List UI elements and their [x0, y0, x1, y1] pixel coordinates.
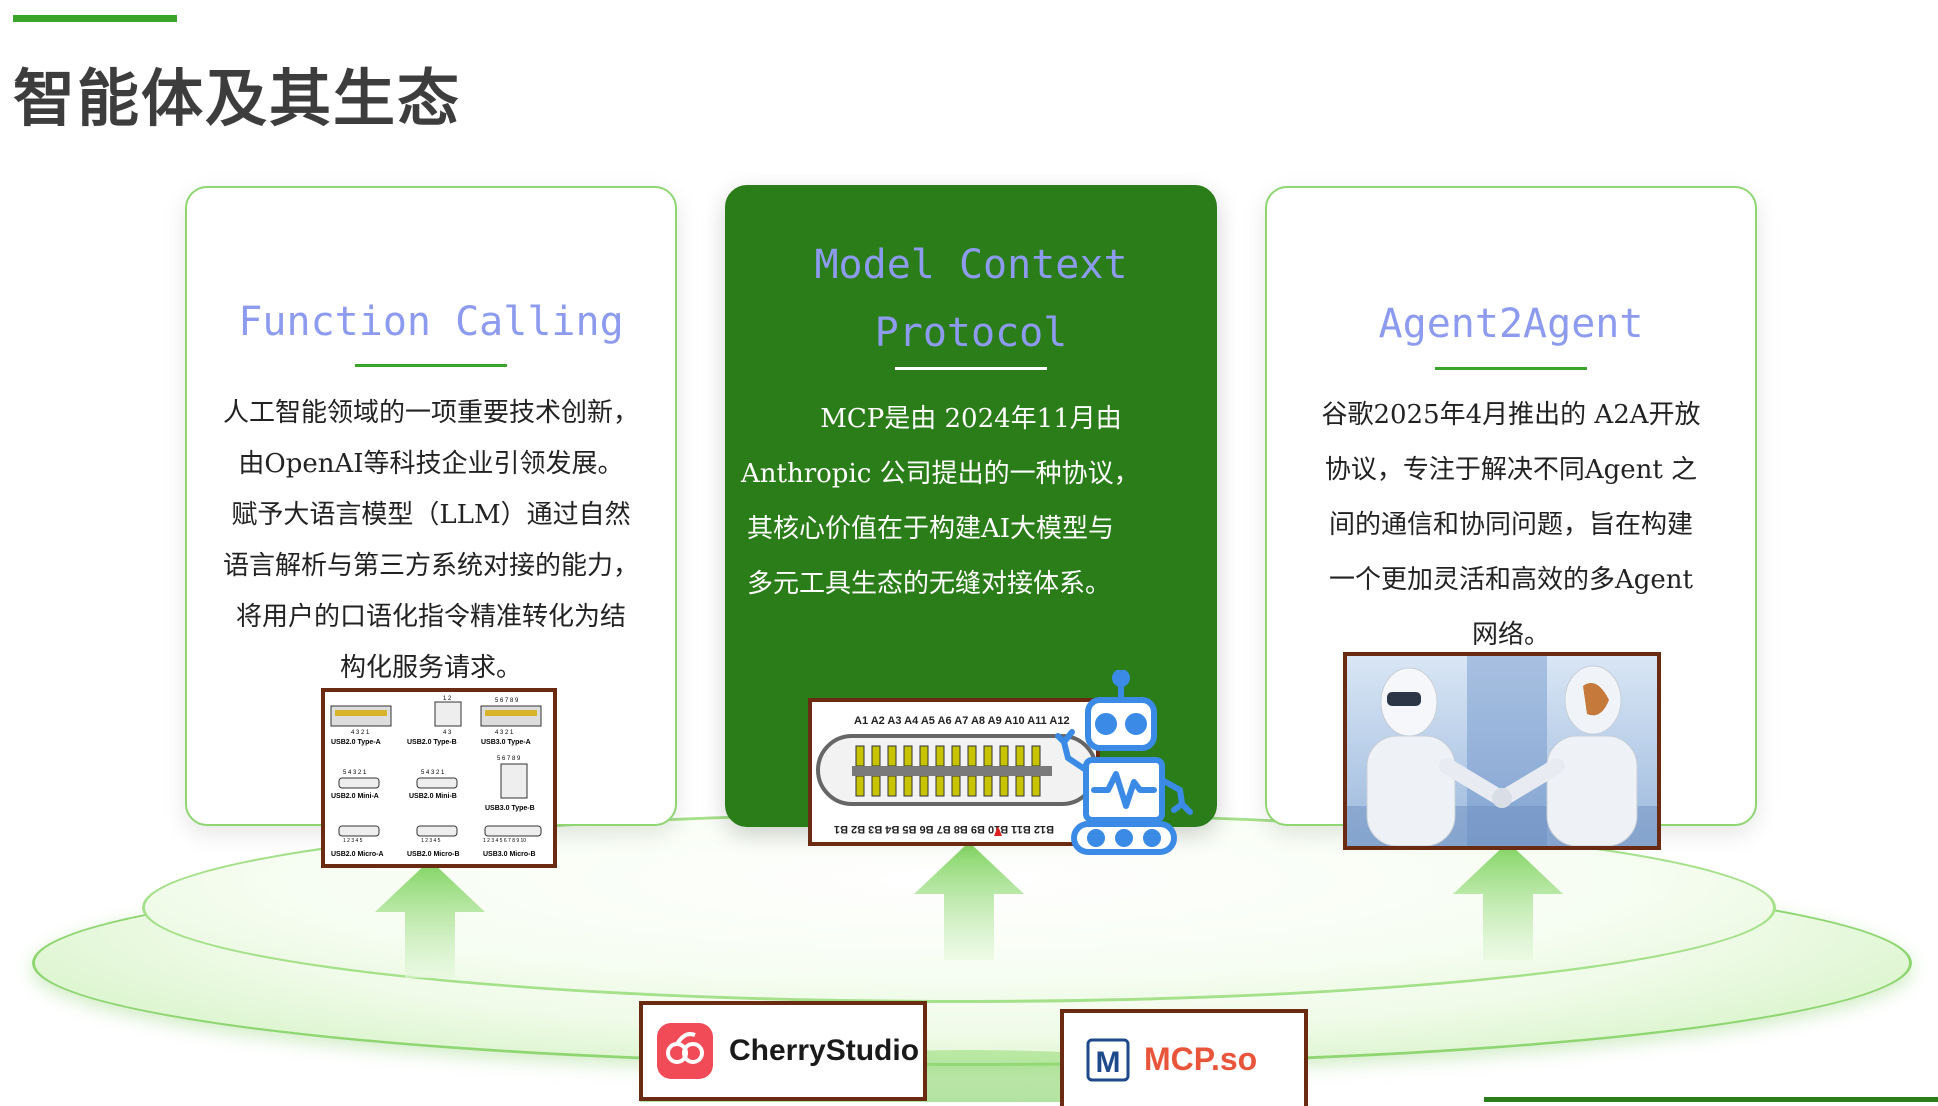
connector-label: USB2.0 Type-B — [407, 739, 457, 746]
pin-label: 4 3 2 1 — [495, 730, 514, 736]
pin-label: 5 4 3 2 1 — [421, 770, 445, 776]
card-title-line: Protocol — [874, 310, 1068, 356]
up-arrow-icon — [375, 860, 485, 978]
card-body-line: MCP是由 2024年11月由 — [820, 404, 1122, 434]
connector-label: USB2.0 Mini-B — [409, 793, 457, 800]
card-body-line: 由OpenAI等科技企业引领发展。 — [238, 449, 624, 479]
svg-text:M: M — [1096, 1046, 1121, 1079]
card-title-underline — [355, 364, 507, 367]
pin-row-label: A1 A2 A3 A4 A5 A6 A7 A8 A9 A10 A11 A12 — [854, 715, 1070, 727]
card-body-line: 一个更加灵活和高效的多Agent — [1328, 565, 1693, 595]
connector-label: USB2.0 Micro-A — [331, 851, 384, 858]
logo-text: CherryStudio — [729, 1034, 920, 1067]
card-title-underline — [1435, 367, 1587, 370]
pin-label: 5 6 7 8 9 — [495, 698, 519, 704]
card-body-line: 间的通信和协同问题，旨在构建 — [1328, 510, 1693, 540]
card-body-line: 语言解析与第三方系统对接的能力， — [222, 551, 639, 581]
card-body-line: 构化服务请求。 — [339, 653, 522, 683]
connector-label: USB2.0 Micro-B — [407, 851, 460, 858]
pin-row-label: B12 B11 B10 B9 B8 B7 B6 B5 B4 B3 B2 B1 — [834, 823, 1054, 835]
bottom-accent-rule — [1484, 1097, 1938, 1102]
card-body-line: 多元工具生态的无缝对接体系。 — [747, 569, 1112, 599]
card-body-line: 赋予大语言模型（LLM）通过自然 — [231, 500, 631, 530]
robot-icon — [1055, 670, 1193, 855]
pin-label: 1 2 3 4 5 — [421, 838, 441, 844]
card-title: Agent2Agent — [1378, 301, 1644, 347]
page-title: 智能体及其生态 — [13, 62, 462, 135]
pin-label: 1 2 3 4 5 6 7 8 9 10 — [483, 838, 526, 844]
card-title-underline — [895, 367, 1047, 370]
card-title: Function Calling — [238, 299, 624, 345]
mcp-so-icon: M — [1086, 1038, 1130, 1081]
card-body-line: 人工智能领域的一项重要技术创新， — [222, 398, 639, 428]
up-arrow-icon — [914, 842, 1024, 960]
humanoid-robots-handshake-image — [1343, 652, 1661, 850]
pin-label: 1 2 — [443, 696, 452, 702]
up-arrow-icon — [1453, 842, 1563, 960]
title-accent-line — [13, 15, 177, 22]
pin-label: 5 6 7 8 9 — [497, 756, 521, 762]
pin-label: 1 2 3 4 5 — [343, 838, 363, 844]
card-body-line: 将用户的口语化指令精准转化为结 — [235, 602, 626, 632]
card-body-line: 其核心价值在于构建AI大模型与 — [747, 514, 1115, 544]
card-body-line: 谷歌2025年4月推出的 A2A开放 — [1321, 400, 1701, 430]
pin-label: 4 3 2 1 — [351, 730, 370, 736]
card-body: 谷歌2025年4月推出的 A2A开放 协议，专注于解决不同Agent 之 间的通… — [1283, 388, 1739, 663]
card-body-line: Anthropic 公司提出的一种协议， — [741, 459, 1140, 489]
connector-label: USB3.0 Type-A — [481, 739, 531, 746]
card-body-line: 协议，专注于解决不同Agent 之 — [1324, 455, 1698, 485]
card-body: MCP是由 2024年11月由 Anthropic 公司提出的一种协议， 其核心… — [729, 392, 1213, 612]
card-body-line: 网络。 — [1471, 620, 1550, 650]
mcp-so-logo: M MCP.so — [1060, 1009, 1308, 1106]
cherry-studio-logo: CherryStudio — [639, 1001, 927, 1101]
connector-label: USB2.0 Mini-A — [331, 793, 379, 800]
connector-label: USB2.0 Type-A — [331, 739, 381, 746]
connector-label: USB3.0 Micro-B — [483, 851, 536, 858]
usb-c-pinout-image: A1 A2 A3 A4 A5 A6 A7 A8 A9 A10 A11 A12 B… — [808, 698, 1100, 846]
usb-connectors-image: 4 3 2 1 1 2 5 6 7 8 9 4 3 4 3 2 1 USB2.0… — [321, 688, 557, 868]
pin-label: 4 3 — [443, 730, 452, 736]
logo-text: MCP.so — [1144, 1041, 1258, 1077]
pin-label: 5 4 3 2 1 — [343, 770, 367, 776]
connector-label: USB3.0 Type-B — [485, 805, 535, 812]
cherry-icon — [657, 1023, 713, 1079]
card-title-line: Model Context — [814, 242, 1128, 288]
card-body: 人工智能领域的一项重要技术创新， 由OpenAI等科技企业引领发展。 赋予大语言… — [203, 388, 659, 694]
